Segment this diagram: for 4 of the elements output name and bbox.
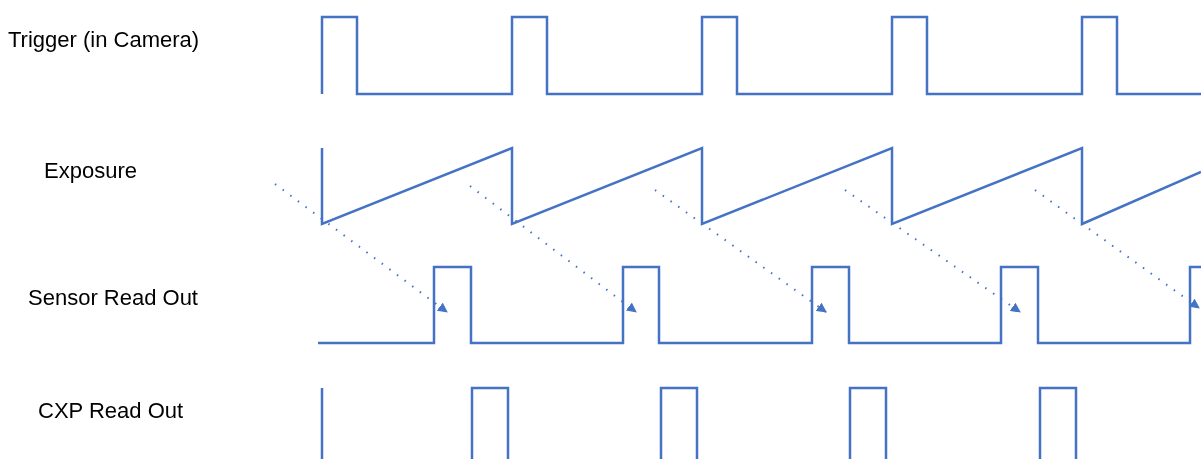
signal-label: Exposure — [44, 160, 137, 182]
signal-label: Sensor Read Out — [28, 287, 198, 309]
signal-label: Trigger (in Camera) — [8, 29, 200, 51]
signal-label: CXP Read Out — [38, 400, 184, 422]
